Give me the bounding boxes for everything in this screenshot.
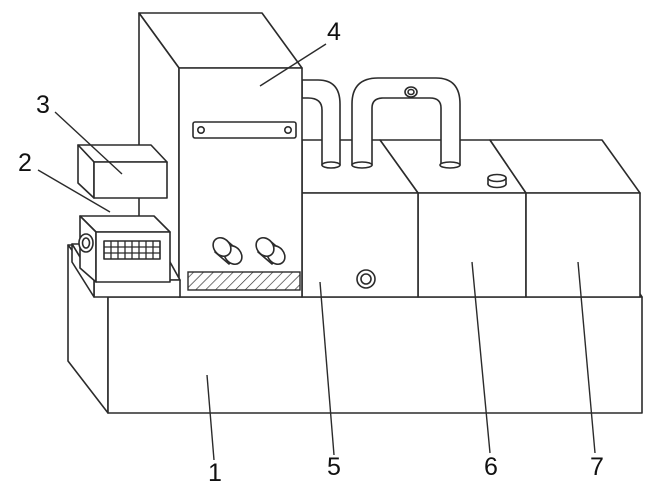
roller-left <box>212 236 243 266</box>
label-6: 6 <box>484 453 498 481</box>
exhaust-pipe-right <box>351 77 461 169</box>
main-tower-unit <box>178 67 303 298</box>
label-3: 3 <box>36 91 50 119</box>
callout-labels: 3 2 4 1 5 6 7 <box>18 18 604 487</box>
tank-7 <box>525 192 641 298</box>
label-5: 5 <box>327 453 341 481</box>
control-box <box>71 215 181 298</box>
tank-5 <box>301 192 419 298</box>
label-7: 7 <box>590 453 604 481</box>
exhaust-pipe-left <box>301 79 341 169</box>
keypad <box>103 240 161 260</box>
label-2: 2 <box>18 149 32 177</box>
roller-right <box>255 236 286 266</box>
wall-box <box>77 144 168 199</box>
label-4: 4 <box>327 18 341 46</box>
tank-6 <box>417 173 527 298</box>
label-1: 1 <box>208 459 222 487</box>
leader-lines <box>37 43 596 461</box>
